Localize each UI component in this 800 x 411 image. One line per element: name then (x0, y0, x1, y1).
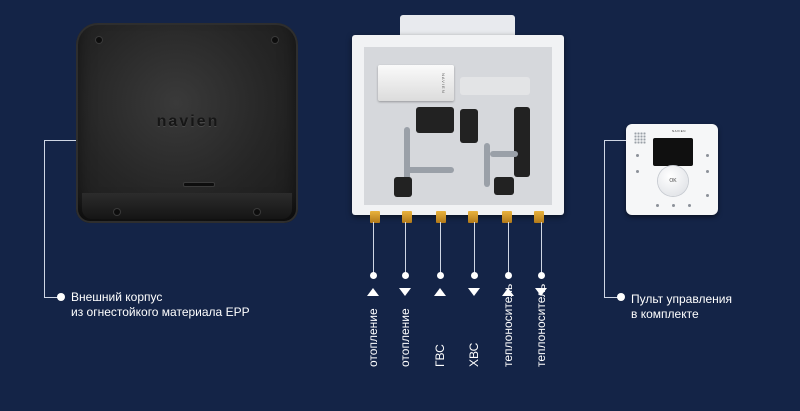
fitting (468, 211, 478, 223)
connection-label: отопление (398, 308, 412, 367)
callout-line (44, 140, 45, 297)
fitting (436, 211, 446, 223)
screw-icon (96, 37, 102, 43)
controller-caption-line1: Пульт управления (631, 292, 732, 306)
callout-line (44, 297, 58, 298)
fitting (370, 211, 380, 223)
power-icon (706, 194, 709, 197)
valve (460, 109, 478, 143)
fitting (402, 211, 412, 223)
housing-caption-line1: Внешний корпус (71, 290, 163, 304)
connection-line (373, 222, 374, 276)
connection-dot (437, 272, 444, 279)
connection-label: отопление (366, 308, 380, 367)
connection-line (405, 222, 406, 276)
pump (416, 107, 454, 133)
connection-label: теплоноситель (501, 283, 515, 367)
button-icon (656, 204, 659, 207)
screw-icon (114, 209, 120, 215)
connection-label: ГВС (433, 344, 447, 367)
connection-line (474, 222, 475, 276)
valve (394, 177, 412, 197)
speaker-grille (634, 132, 646, 144)
heat-exchanger (460, 77, 530, 95)
epp-housing-image: navien (76, 23, 298, 223)
controller-caption-line2: в комплекте (631, 307, 699, 321)
callout-line (604, 140, 605, 297)
callout-line (604, 140, 626, 141)
button-icon (706, 170, 709, 173)
housing-caption-line2: из огнестойкого материала EPP (71, 305, 250, 319)
unit-interior: NAVIEN (364, 47, 552, 205)
controller-logo: NAVIEN (672, 129, 686, 133)
ok-knob: OK (658, 166, 688, 196)
connection-line (440, 222, 441, 276)
valve (494, 177, 514, 195)
control-module: NAVIEN (378, 65, 454, 101)
fitting (534, 211, 544, 223)
arrow-down-icon (468, 288, 480, 296)
arrow-up-icon (502, 288, 514, 296)
screw-icon (254, 209, 260, 215)
connection-dot (538, 272, 545, 279)
connection-line (508, 222, 509, 276)
remote-controller-image: NAVIEN OK (626, 124, 718, 215)
pipe (404, 127, 410, 187)
housing-rim (82, 193, 292, 219)
fitting (502, 211, 512, 223)
boiler-unit-image: NAVIEN (352, 35, 564, 223)
connection-label: ХВС (467, 342, 481, 367)
connection-dot (471, 272, 478, 279)
housing-slot (184, 183, 214, 186)
connection-line (541, 222, 542, 276)
button-icon (706, 154, 709, 157)
arrow-up-icon (367, 288, 379, 296)
connection-dot (402, 272, 409, 279)
controller-screen (653, 138, 693, 166)
housing-caption: Внешний корпус из огнестойкого материала… (71, 290, 250, 320)
button-icon (672, 204, 675, 207)
housing-logo: navien (156, 113, 220, 130)
callout-marker (57, 293, 65, 301)
arrow-down-icon (399, 288, 411, 296)
arrow-down-icon (535, 288, 547, 296)
module-tag: NAVIEN (441, 73, 446, 94)
callout-line (604, 297, 618, 298)
button-icon (688, 204, 691, 207)
arrow-up-icon (434, 288, 446, 296)
connection-dot (370, 272, 377, 279)
callout-line (44, 140, 76, 141)
pipe (404, 167, 454, 173)
connection-dot (505, 272, 512, 279)
button-icon (636, 154, 639, 157)
callout-marker (617, 293, 625, 301)
pipe (490, 151, 518, 157)
screw-icon (272, 37, 278, 43)
connection-label: теплоноситель (534, 283, 548, 367)
button-icon (636, 170, 639, 173)
pipe (484, 143, 490, 187)
valve (514, 107, 530, 177)
controller-caption: Пульт управления в комплекте (631, 292, 732, 322)
